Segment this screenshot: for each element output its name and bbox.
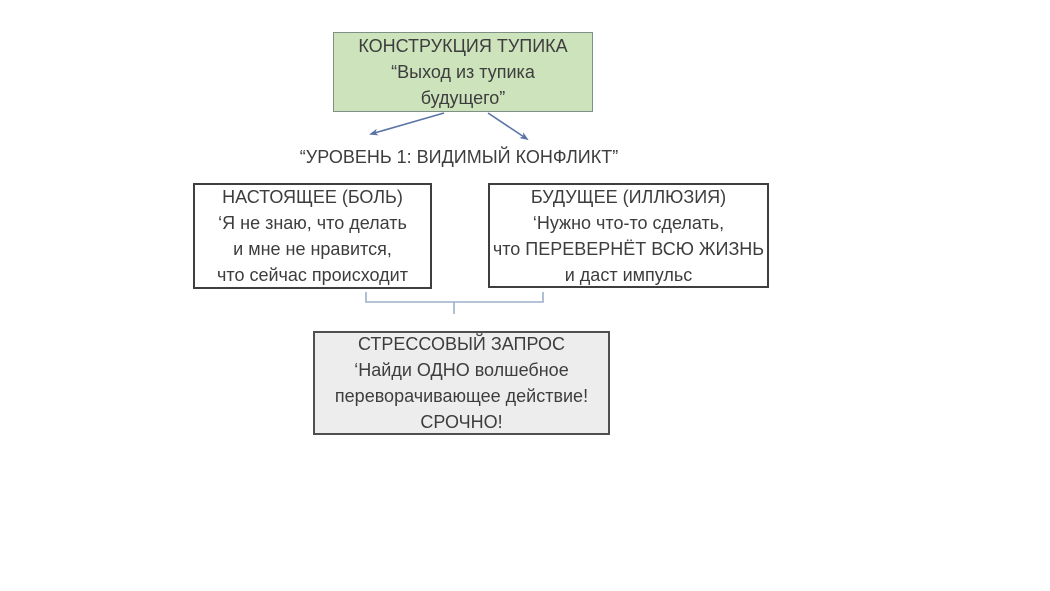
stress-box-line: ‘Найди ОДНО волшебное	[354, 360, 569, 380]
future-box-line: ‘Нужно что-то сделать,	[532, 212, 725, 233]
present-box-line: и мне не нравится,	[233, 239, 392, 259]
stress-box-line: СРОЧНО!	[420, 412, 503, 432]
future-box-line: что ПЕРЕВЕРНЁТ ВСЮ ЖИЗНЬ	[492, 238, 765, 259]
present-box-line: ‘Я не знаю, что делать	[218, 213, 407, 233]
present-box-line: что сейчас происходит	[217, 265, 408, 285]
title-box-line: будущего”	[420, 88, 506, 108]
present-box-line: НАСТОЯЩЕЕ (БОЛЬ)	[222, 187, 403, 207]
stress-request-box: СТРЕССОВЫЙ ЗАПРОС ‘Найди ОДНО волшебное …	[313, 331, 610, 435]
future-box-line: БУДУЩЕЕ (ИЛЛЮЗИЯ)	[530, 186, 727, 207]
future-box-line: и даст импульс	[564, 264, 693, 285]
level-1-label: “УРОВЕНЬ 1: ВИДИМЫЙ КОНФЛИКТ”	[299, 147, 619, 167]
future-illusion-box: БУДУЩЕЕ (ИЛЛЮЗИЯ) ‘Нужно что-то сделать,…	[488, 183, 769, 288]
brace-connector-icon	[365, 292, 544, 314]
arrow-down-left-icon	[369, 112, 445, 136]
title-box-line: “Выход из тупика	[391, 62, 535, 82]
present-pain-box: НАСТОЯЩЕЕ (БОЛЬ) ‘Я не знаю, что делать …	[193, 183, 432, 289]
stress-box-line: СТРЕССОВЫЙ ЗАПРОС	[357, 334, 566, 354]
arrow-down-right-icon	[487, 112, 529, 141]
title-box-line: КОНСТРУКЦИЯ ТУПИКА	[358, 36, 568, 56]
stress-box-line: переворачивающее действие!	[334, 386, 589, 406]
title-box: КОНСТРУКЦИЯ ТУПИКА “Выход из тупика буду…	[333, 32, 593, 112]
